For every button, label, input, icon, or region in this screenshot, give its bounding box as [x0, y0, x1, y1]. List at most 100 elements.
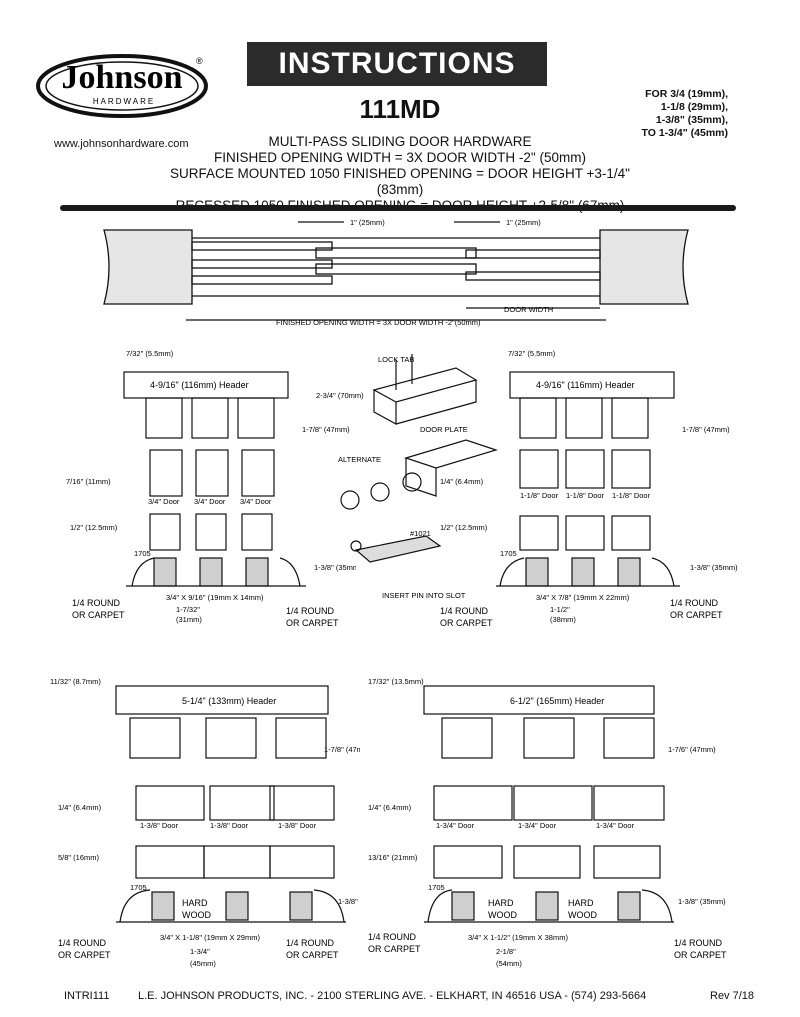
instructions-banner: INSTRUCTIONS — [247, 42, 547, 86]
d2-bottom: 1/2" (12.5mm) — [440, 523, 488, 532]
d2-gap: 1-7/8" (47mm) — [682, 425, 730, 434]
footer-company: L.E. JOHNSON PRODUCTS, INC. - 2100 STERL… — [138, 990, 647, 1002]
part-number: #1021 — [410, 529, 431, 538]
logo-sub: HARDWARE — [93, 97, 155, 106]
d3-wood: WOOD — [182, 910, 211, 920]
d4-block: 3/4" X 1-1/2" (19mm X 38mm) — [468, 933, 568, 942]
detail-diagram-1: 7/32" (5.5mm) 4-9/16" (116mm) Header 1-7… — [66, 349, 356, 628]
d1-top: 7/32" (5.5mm) — [126, 349, 174, 358]
d3-round-r: 1/4 ROUND — [286, 938, 335, 948]
overlap-right-label: 1" (25mm) — [506, 218, 541, 227]
d4-gap: 1-7/6" (47mm) — [668, 745, 716, 754]
d1-sp: 1-7/32" — [176, 605, 200, 614]
d2-block: 3/4" X 7/8" (19mm X 22mm) — [536, 593, 630, 602]
spec-line: MULTI-PASS SLIDING DOOR HARDWARE — [268, 134, 532, 149]
door-plate-label: DOOR PLATE — [420, 425, 468, 434]
detail-diagram-2: 7/32" (5.5mm) 4-9/16" (116mm) Header 1-7… — [440, 349, 738, 628]
d4-round-r: 1/4 ROUND — [674, 938, 723, 948]
alternate-label: ALTERNATE — [338, 455, 381, 464]
d2-header: 4-9/16" (116mm) Header — [536, 380, 635, 390]
size-line: 1-1/8 (29mm), — [660, 101, 728, 113]
d4-carpet-r: OR CARPET — [674, 950, 727, 960]
d4-side: 1/4" (6.4mm) — [368, 803, 412, 812]
d3-door: 1-3/8" Door — [140, 821, 179, 830]
offset-label: 2-3/4" (70mm) — [316, 391, 364, 400]
footer-rev: Rev 7/18 — [710, 990, 755, 1002]
d1-floor: 1-3/8" (35mm) — [314, 563, 356, 572]
d3-sp: 1-3/4" — [190, 947, 210, 956]
website-link[interactable]: www.johnsonhardware.com — [54, 138, 189, 150]
spec-block: MULTI-PASS SLIDING DOOR HARDWARE FINISHE… — [150, 134, 650, 214]
detail-diagram-4: 17/32" (13.5mm) 6-1/2" (165mm) Header 1-… — [368, 677, 727, 968]
spec-line: FINISHED OPENING WIDTH = 3X DOOR WIDTH -… — [214, 150, 586, 165]
d2-door-2: 1-1/8" Door — [566, 491, 605, 500]
d4-sp: 2-1/8" — [496, 947, 516, 956]
d3-top: 11/32" (8.7mm) — [50, 677, 101, 686]
door-width-label: DOOR WIDTH — [504, 305, 553, 314]
d3-spmm: (45mm) — [190, 959, 216, 968]
spec-line: SURFACE MOUNTED 1050 FINISHED OPENING = … — [170, 166, 630, 197]
d4-header: 6-1/2" (165mm) Header — [510, 696, 604, 706]
d4-door-3: 1-3/4" Door — [596, 821, 635, 830]
d2-side: 1/4" (6.4mm) — [440, 477, 484, 486]
finished-width-label: FINISHED OPENING WIDTH = 3X DOOR WIDTH -… — [276, 318, 481, 327]
d4-round-l: 1/4 ROUND — [368, 932, 417, 942]
door-sizes: FOR 3/4 (19mm), 1-1/8 (29mm), 1-3/8" (35… — [612, 88, 728, 140]
logo-wordmark: Johnson — [62, 59, 183, 96]
d3-floor: 1-3/8" (35mm) — [338, 897, 360, 906]
d1-carpet-r: OR CARPET — [286, 618, 339, 628]
d4-hard-2: HARD — [568, 898, 594, 908]
d1-guide: 1705 — [134, 549, 151, 558]
size-line: 1-3/8" (35mm), — [655, 114, 728, 126]
d3-round-l: 1/4 ROUND — [58, 938, 107, 948]
lock-tab-label: LOCK TAB — [378, 355, 414, 364]
d2-guide: 1705 — [500, 549, 517, 558]
logo-reg: ® — [196, 56, 203, 66]
d4-wood: WOOD — [488, 910, 517, 920]
d3-carpet-r: OR CARPET — [286, 950, 339, 960]
d1-bottom: 1/2" (12.5mm) — [70, 523, 118, 532]
size-line: FOR 3/4 (19mm), — [645, 88, 728, 100]
insert-label: INSERT PIN INTO SLOT — [382, 591, 466, 600]
model-number: 111MD — [359, 94, 441, 124]
d1-door: 3/4" Door — [148, 497, 180, 506]
d4-top: 17/32" (13.5mm) — [368, 677, 424, 686]
d3-guide: 1705 — [130, 883, 147, 892]
d1-side: 7/16" (11mm) — [66, 477, 111, 486]
d2-top: 7/32" (5.5mm) — [508, 349, 556, 358]
d3-hard: HARD — [182, 898, 208, 908]
d2-door: 1-1/8" Door — [520, 491, 559, 500]
d1-round-r: 1/4 ROUND — [286, 606, 335, 616]
d3-door-2: 1-3/8" Door — [210, 821, 249, 830]
d2-carpet-r: OR CARPET — [670, 610, 723, 620]
johnson-logo: Johnson HARDWARE ® — [36, 54, 208, 118]
d3-door-3: 1-3/8" Door — [278, 821, 317, 830]
d1-block: 3/4" X 9/16" (19mm X 14mm) — [166, 593, 264, 602]
d3-side: 1/4" (6.4mm) — [58, 803, 102, 812]
d1-carpet-l: OR CARPET — [72, 610, 125, 620]
d1-gap: 1-7/8" (47mm) — [302, 425, 350, 434]
d1-door-3: 3/4" Door — [240, 497, 272, 506]
d4-carpet-l: OR CARPET — [368, 944, 421, 954]
center-hardware: LOCK TAB 2-3/4" (70mm) DOOR PLATE ALTERN… — [316, 354, 498, 600]
d4-hard: HARD — [488, 898, 514, 908]
d1-round-l: 1/4 ROUND — [72, 598, 121, 608]
d2-carpet-l: OR CARPET — [440, 618, 493, 628]
d2-sp: 1-1/2" — [550, 605, 570, 614]
detail-diagram-3: 11/32" (8.7mm) 5-1/4" (133mm) Header 1-7… — [50, 677, 360, 968]
d2-round-r: 1/4 ROUND — [670, 598, 719, 608]
overview-diagram: 1" (25mm) 1" (25mm) DOOR WIDTH FINISHED … — [103, 218, 689, 327]
d1-spmm: (31mm) — [176, 615, 202, 624]
d4-bottom: 13/16" (21mm) — [368, 853, 418, 862]
d1-door-2: 3/4" Door — [194, 497, 226, 506]
d2-door-3: 1-1/8" Door — [612, 491, 651, 500]
divider-rule — [60, 205, 736, 211]
overlap-left-label: 1" (25mm) — [350, 218, 385, 227]
size-line: TO 1-3/4" (45mm) — [641, 127, 728, 139]
d3-carpet-l: OR CARPET — [58, 950, 111, 960]
d3-gap: 1-7/8" (47mm) — [324, 745, 360, 754]
d4-door-2: 1-3/4" Door — [518, 821, 557, 830]
d4-floor: 1-3/8" (35mm) — [678, 897, 726, 906]
d3-bottom: 5/8" (16mm) — [58, 853, 100, 862]
d2-floor: 1-3/8" (35mm) — [690, 563, 738, 572]
